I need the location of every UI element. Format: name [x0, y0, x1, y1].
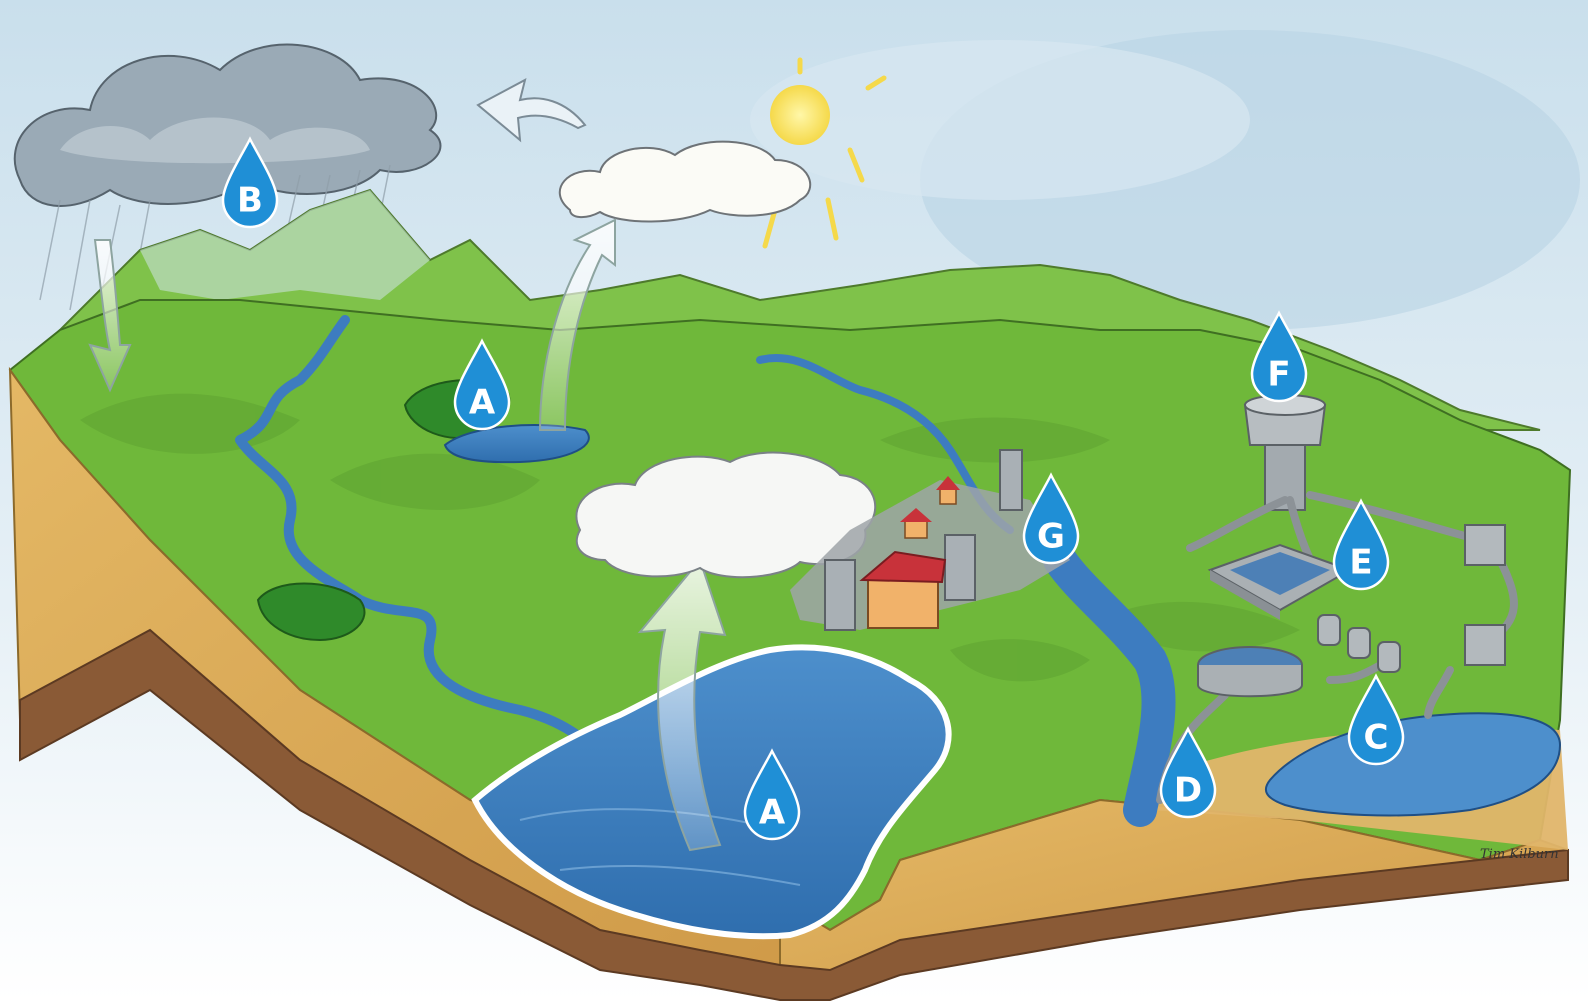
water-drop-icon — [1347, 673, 1405, 766]
mountain-snow — [140, 190, 430, 300]
river — [235, 315, 605, 765]
marker-g-town-icon: G — [1022, 472, 1080, 565]
marker-f-water-tower-icon: F — [1250, 310, 1308, 403]
marker-a-lake-lower-icon: A — [743, 748, 801, 841]
cloud — [558, 140, 812, 223]
small-lake — [443, 424, 590, 464]
marker-layer: A B A C D E F G — [221, 136, 1405, 841]
sky-haze — [750, 40, 1250, 200]
marker-label: B — [237, 181, 263, 221]
town — [790, 449, 1070, 631]
large-lake — [471, 644, 952, 940]
settling-tank — [1197, 646, 1303, 698]
water-drop-icon — [1159, 726, 1217, 819]
marker-b-rain-cloud-icon: B — [221, 136, 279, 229]
forest — [256, 582, 366, 642]
water-drop-icon — [743, 748, 801, 841]
rain-cloud — [13, 43, 442, 207]
marker-label: D — [1174, 771, 1202, 811]
water-drop-icon — [1250, 310, 1308, 403]
marker-a-lake-upper-icon: A — [453, 338, 511, 431]
pump-station — [1317, 524, 1506, 673]
artist-signature: Tim Kilburn — [1480, 847, 1559, 862]
water-drop-icon — [221, 136, 279, 229]
marker-label: E — [1349, 543, 1372, 583]
precipitation-arrow — [88, 239, 132, 393]
water-drop-icon — [1022, 472, 1080, 565]
marker-e-treatment-icon: E — [1332, 498, 1390, 591]
bedrock-layer — [19, 628, 1569, 1001]
sun-icon — [762, 57, 887, 249]
marker-c-reservoir-icon: C — [1347, 673, 1405, 766]
marker-label: G — [1037, 517, 1065, 557]
marker-label: F — [1267, 355, 1290, 395]
water-drop-icon — [453, 338, 511, 431]
marker-label: A — [469, 383, 496, 423]
water-drop-icon — [1332, 498, 1390, 591]
marker-label: A — [759, 793, 786, 833]
treatment-plant — [1207, 543, 1353, 620]
evaporation-arrow — [538, 218, 616, 431]
cloud-movement-arrow — [476, 78, 587, 143]
marker-label: C — [1364, 718, 1389, 758]
river-outlet — [1043, 543, 1176, 827]
marker-d-intake-icon: D — [1159, 726, 1217, 819]
